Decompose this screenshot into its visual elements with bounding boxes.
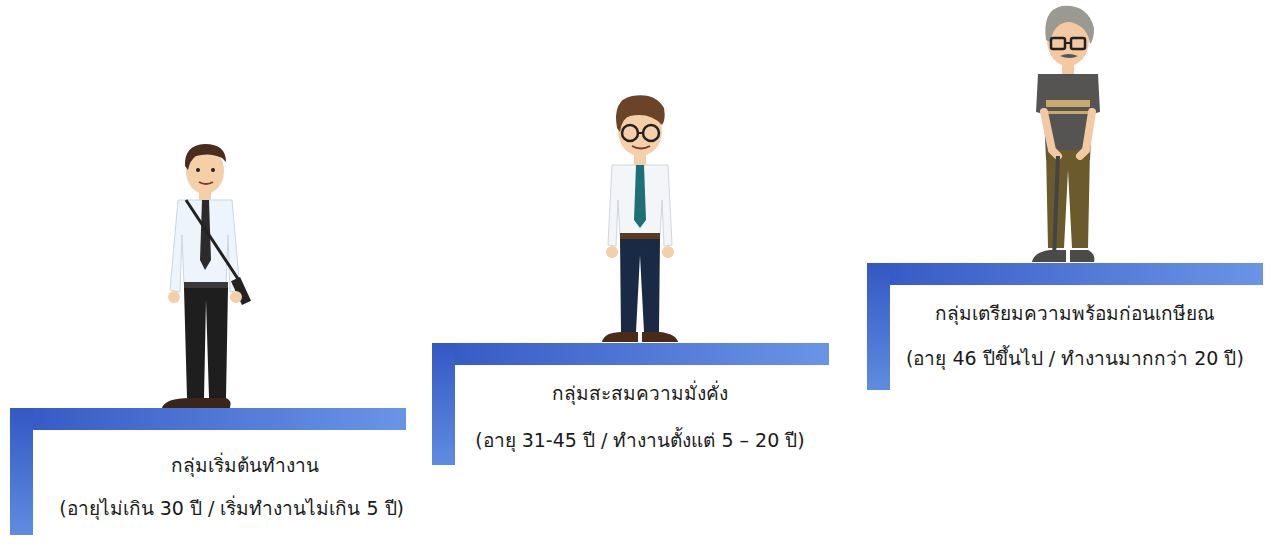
retiree-figure: [1032, 6, 1100, 262]
stair-step: กลุ่มสะสมความมั่งคั่ง (อายุ 31-45 ปี / ทำ…: [432, 343, 829, 465]
young-worker-figure: [162, 144, 251, 408]
stair-step: กลุ่มเตรียมความพร้อมก่อนเกษียณ (อายุ 46 ป…: [867, 263, 1263, 390]
group-detail: (อายุไม่เกิน 30 ปี / เริ่มทำงานไม่เกิน 5…: [59, 496, 404, 521]
group-title: กลุ่มเริ่มต้นทำงาน: [171, 453, 319, 478]
group-title: กลุ่มเตรียมความพร้อมก่อนเกษียณ: [935, 301, 1215, 326]
stair-step: กลุ่มเริ่มต้นทำงาน (อายุไม่เกิน 30 ปี / เ…: [10, 408, 406, 535]
mid-career-worker-figure: [602, 95, 678, 342]
group-detail: (อายุ 46 ปีขึ้นไป / ทำงานมากกว่า 20 ปี): [906, 346, 1244, 371]
group-detail: (อายุ 31-45 ปี / ทำงานตั้งแต่ 5 – 20 ปี): [475, 428, 805, 453]
group-title: กลุ่มสะสมความมั่งคั่ง: [552, 381, 728, 406]
step-outline: [867, 263, 1263, 390]
